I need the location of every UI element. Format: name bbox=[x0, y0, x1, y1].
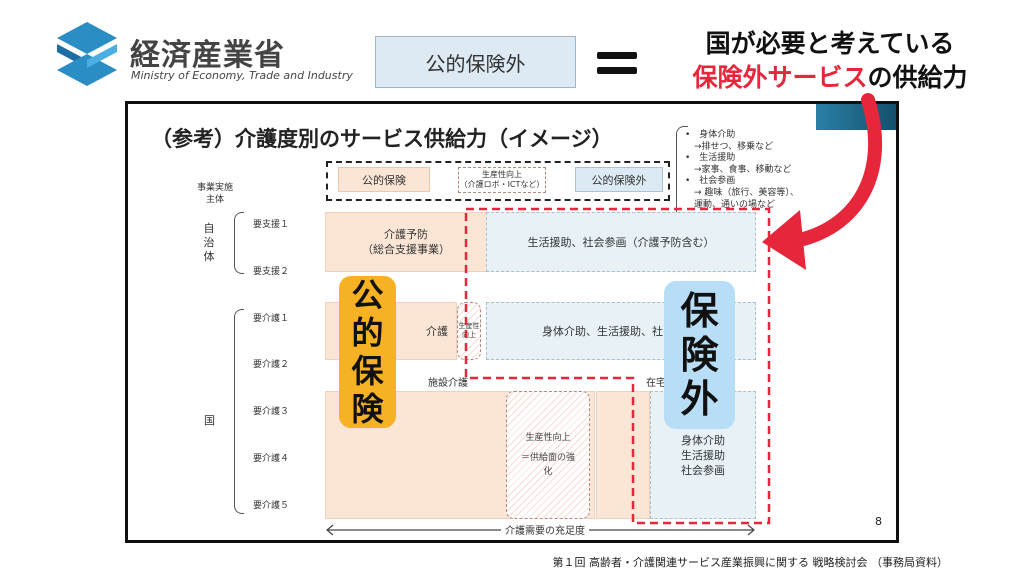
headline-line1: 国が必要と考えている bbox=[705, 29, 955, 58]
note-line: →排せつ、移乗など bbox=[685, 141, 774, 152]
level-label: 要介護４ bbox=[253, 454, 290, 464]
logo-name-en: Ministry of Economy, Trade and Industry bbox=[131, 69, 353, 82]
home-care-peach-box bbox=[596, 391, 650, 519]
care-productivity-box: 生産性向上 bbox=[457, 302, 481, 360]
prevention-box: 介護予防 （総合支援事業） bbox=[325, 212, 487, 272]
legend-productivity-line1: 生産性向上 bbox=[482, 170, 522, 179]
slide-title: （参考）介護度別のサービス供給力（イメージ） bbox=[151, 127, 613, 151]
national-label: 国 bbox=[204, 414, 215, 427]
hatch-line3: 化 bbox=[543, 467, 553, 477]
badge-char: 外 bbox=[680, 377, 719, 421]
entity-label-line1: 事業実施 bbox=[196, 183, 233, 193]
home-service: 社会参画 bbox=[681, 463, 725, 477]
badge-char: 保 bbox=[351, 352, 384, 390]
public-insurance-badge: 公 的 保 険 bbox=[339, 276, 396, 428]
meti-logo-icon bbox=[57, 22, 117, 86]
note-line: • 生活援助 bbox=[685, 153, 736, 164]
badge-char: 的 bbox=[351, 314, 384, 352]
home-service: 身体介助 bbox=[681, 433, 725, 447]
level-label: 要介護３ bbox=[253, 407, 290, 417]
headline-highlight: 保険外サービス bbox=[692, 63, 868, 92]
level-label: 要介護５ bbox=[253, 501, 290, 511]
badge-char: 険 bbox=[351, 390, 384, 428]
municipality-brace bbox=[234, 212, 244, 274]
note-line: • 身体介助 bbox=[685, 130, 736, 140]
level-label: 要介護２ bbox=[253, 360, 290, 370]
entity-label-line2: 主体 bbox=[205, 195, 224, 205]
badge-char: 公 bbox=[351, 276, 384, 314]
equals-icon bbox=[597, 52, 637, 74]
note-line: 運動、通いの場など bbox=[685, 199, 776, 210]
level-label: 要介護１ bbox=[253, 314, 290, 324]
entity-label: 事業実施 主体 bbox=[190, 182, 240, 206]
legend-productivity: 生産性向上 （介護ロボ・ICTなど） bbox=[458, 167, 546, 193]
header-label-box: 公的保険外 bbox=[375, 36, 576, 88]
demand-axis-label: 介護需要の充足度 bbox=[501, 522, 589, 537]
hatch-line1: 生産性向上 bbox=[525, 433, 571, 443]
source-footer: 第１回 高齢者・介護関連サービス産業振興に関する 戦略検討会 （事務局資料） bbox=[552, 556, 949, 569]
municipality-char: 治 bbox=[203, 236, 215, 249]
hatch-line2: ＝供給面の強 bbox=[520, 453, 575, 463]
prevention-line2: （総合支援事業） bbox=[362, 243, 450, 256]
headline-suffix: の供給力 bbox=[867, 63, 968, 92]
badge-char: 保 bbox=[680, 289, 719, 333]
note-line: → 趣味（旅行、美容等）、 bbox=[685, 187, 799, 198]
slide-accent-bar bbox=[816, 104, 896, 130]
legend-productivity-line2: （介護ロボ・ICTなど） bbox=[459, 180, 545, 189]
logo-name-ja: 経済産業省 bbox=[130, 38, 285, 73]
non-insurance-badge: 保 険 外 bbox=[664, 281, 735, 429]
headline-line2: 保険外サービスの供給力 bbox=[660, 58, 1000, 94]
national-brace bbox=[234, 309, 244, 514]
level-label: 要支援２ bbox=[253, 267, 290, 277]
legend-non-public: 公的保険外 bbox=[575, 167, 663, 192]
municipality-label: 自 治 体 bbox=[202, 222, 216, 264]
note-line: • 社会参画 bbox=[685, 176, 736, 187]
legend-public: 公的保険 bbox=[338, 167, 430, 192]
page-number: 8 bbox=[875, 515, 882, 528]
support-row-box: 生活援助、社会参画（介護予防含む） bbox=[486, 212, 756, 272]
level-label: 要支援１ bbox=[253, 220, 290, 230]
service-notes: • 身体介助 →排せつ、移乗など • 生活援助 →家事、食事、移動など • 社会… bbox=[685, 130, 835, 211]
legend-frame bbox=[326, 161, 670, 201]
note-line: →家事、食事、移動など bbox=[685, 164, 792, 175]
home-label: 在宅 bbox=[646, 378, 666, 389]
badge-char: 険 bbox=[680, 333, 719, 377]
home-service: 生活援助 bbox=[681, 448, 725, 462]
prevention-line1: 介護予防 bbox=[384, 228, 428, 241]
curved-arrow-icon bbox=[762, 93, 883, 270]
municipality-char: 体 bbox=[203, 250, 215, 263]
productivity-hatch-box: 生産性向上 ＝供給面の強 化 bbox=[506, 391, 590, 519]
municipality-char: 自 bbox=[203, 222, 215, 235]
facility-label: 施設介護 bbox=[428, 378, 468, 389]
